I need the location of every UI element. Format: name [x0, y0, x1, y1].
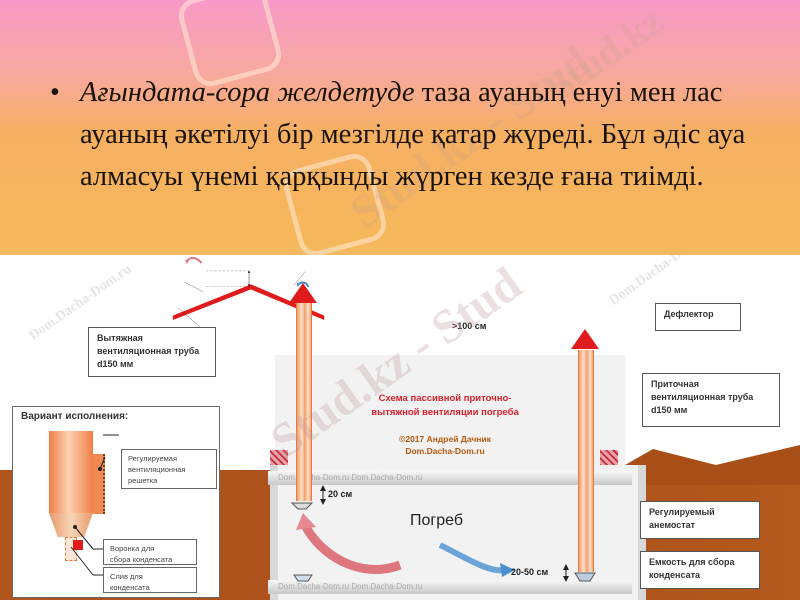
bullet-paragraph: • Ағындата-сора желдетуде таза ауаның ен…	[50, 72, 770, 198]
callout-line: Приточная	[651, 379, 699, 389]
variant-leaders	[70, 434, 119, 576]
diagram-title-line: Схема пассивной приточно-	[378, 393, 512, 404]
callout-exhaust-pipe: Вытяжная вентиляционная труба d150 мм	[88, 327, 216, 377]
dim-supply-floor: 20-50 см	[511, 567, 549, 577]
dim-above-roof: >100 см	[452, 321, 487, 331]
italic-term: Ағындата-сора желдетуде	[80, 77, 415, 108]
callout-line: вентиляционная труба	[97, 346, 200, 356]
callout-anemostat: Регулируемый анемостат	[640, 501, 760, 539]
callout-line: вентиляционная труба	[651, 392, 754, 402]
house-wall	[275, 355, 625, 475]
diagram-copyright: ©2017 Андрей Дачник Dom.Dacha-Dom.ru	[330, 433, 560, 457]
callout-drain: Слив для конденсата	[103, 567, 197, 593]
variant-title: Вариант исполнения:	[21, 411, 129, 422]
bullet-marker: •	[50, 77, 60, 108]
callout-line: анемостат	[649, 520, 696, 530]
diagram-title: Схема пассивной приточно- вытяжной венти…	[330, 392, 560, 420]
callout-condensate-tank: Емкость для сбора конденсата	[640, 551, 760, 589]
callout-supply-pipe: Приточная вентиляционная труба d150 мм	[642, 373, 780, 427]
callout-grille: Регулируемая вентиляционная решетка	[121, 449, 217, 489]
ceiling-slab: Dom.Dacha-Dom.ru Dom.Dacha-Dom.ru	[268, 471, 632, 485]
paragraph-body: таза ауаның енуі мен лас ауаның әкетілуі…	[80, 77, 746, 192]
variant-pipe	[49, 431, 93, 513]
dim-exhaust-ceiling: 20 см	[328, 489, 353, 499]
paragraph-text: Ағындата-сора желдетуде таза ауаның енуі…	[80, 72, 770, 198]
deflector-icon	[571, 329, 599, 349]
callout-funnel: Воронка для сбора конденсата	[103, 539, 197, 565]
callout-line: конденсата	[110, 583, 150, 592]
callout-line: d150 мм	[651, 405, 688, 415]
callout-line: Регулируемый	[649, 507, 715, 517]
callout-line: Слив для	[110, 572, 143, 581]
exhaust-pipe	[296, 303, 312, 501]
callout-line: вентиляционная	[128, 465, 186, 474]
cellar-label: Погреб	[410, 512, 464, 529]
copyright-line: ©2017 Андрей Дачник	[399, 434, 491, 444]
callout-line: Дефлектор	[664, 309, 714, 319]
callout-line: сбора конденсата	[110, 555, 173, 564]
callout-deflector: Дефлектор	[655, 303, 741, 331]
callout-line: Воронка для	[110, 544, 155, 553]
variant-valve-icon	[73, 540, 83, 550]
callout-line: Регулируемая	[128, 454, 178, 463]
callout-line: d150 мм	[97, 359, 134, 369]
callout-line: решетка	[128, 476, 158, 485]
supply-pipe	[578, 350, 594, 572]
ventilation-diagram: Dom.Dacha-Dom.ru Dom.Dacha-Dom.ru Dom.Da…	[0, 255, 800, 600]
callout-line: конденсата	[649, 570, 701, 580]
variant-panel: Вариант исполнения: Регулируемая вентиля…	[12, 406, 220, 598]
callout-line: Вытяжная	[97, 333, 143, 343]
exhaust-pipe-cap-icon	[289, 283, 317, 303]
copyright-line: Dom.Dacha-Dom.ru	[405, 446, 485, 456]
air-flow-arrows	[290, 485, 596, 582]
diagram-title-line: вытяжной вентиляции погреба	[371, 407, 519, 418]
floor-slab: Dom.Dacha-Dom.ru Dom.Dacha-Dom.ru	[268, 580, 632, 594]
callout-line: Емкость для сбора	[649, 557, 735, 567]
